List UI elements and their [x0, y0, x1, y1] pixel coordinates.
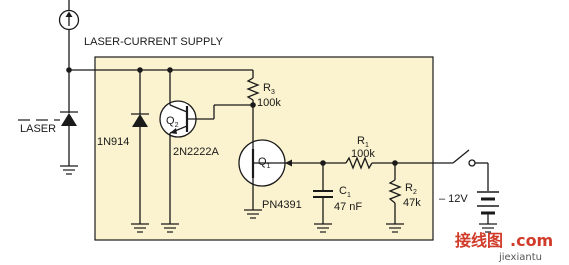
r2-label: R2 — [405, 182, 417, 196]
watermark-site: jiexiantu — [498, 252, 542, 263]
q2-subscript: 2 — [175, 122, 179, 129]
laser-label: LASER — [20, 123, 56, 135]
ground-symbol — [131, 223, 149, 233]
supply-label: LASER-CURRENT SUPPLY — [84, 36, 224, 48]
r3-letter: R — [263, 82, 271, 94]
q2-letter: Q — [166, 115, 175, 127]
watermark-logo: 接线图 .com jiexiantu — [455, 231, 553, 263]
q1-letter: Q — [258, 156, 267, 168]
c1-letter: C — [339, 185, 347, 197]
transistor-q2 — [159, 70, 253, 224]
q1-subscript: 1 — [267, 163, 271, 170]
c1-label: C1 — [339, 185, 351, 199]
watermark-logo-suffix: .com — [510, 231, 553, 250]
q2-label: Q2 — [166, 115, 179, 129]
ground-symbol — [161, 223, 179, 233]
ground-symbol — [314, 223, 332, 233]
diode-1n914 — [131, 70, 149, 224]
battery — [477, 191, 499, 224]
q2-part-label: 2N2222A — [173, 146, 220, 158]
switch — [452, 149, 489, 191]
q1-part-label: PN4391 — [262, 199, 302, 211]
ground-symbol — [244, 209, 262, 219]
current-source — [58, 0, 80, 70]
ground-symbol — [386, 223, 404, 233]
r3-value: 100k — [257, 97, 281, 109]
watermark-logo-text: 接线图 — [455, 231, 503, 250]
r3-label: R3 — [263, 82, 275, 96]
ground-symbol — [479, 223, 497, 233]
battery-label: – 12V — [439, 193, 468, 205]
r2-subscript: 2 — [413, 189, 417, 196]
q1-label: Q1 — [258, 156, 271, 170]
r1-label: R1 — [357, 135, 369, 149]
junction-dot — [250, 102, 256, 108]
c1-value: 47 nF — [334, 201, 362, 213]
r3-subscript: 3 — [271, 89, 275, 96]
diode-label: 1N914 — [97, 136, 129, 148]
resistor-r2 — [388, 163, 402, 224]
r2-letter: R — [405, 182, 413, 194]
resistor-r1 — [323, 156, 453, 170]
r1-letter: R — [357, 135, 365, 147]
r1-subscript: 1 — [365, 142, 369, 149]
ground-symbol — [60, 165, 78, 175]
c1-subscript: 1 — [347, 192, 351, 199]
laser-diode — [18, 70, 78, 166]
capacitor-c1 — [313, 163, 333, 224]
r1-value: 100k — [351, 148, 375, 160]
r2-value: 47k — [403, 197, 421, 209]
jfet-q1 — [238, 139, 323, 210]
